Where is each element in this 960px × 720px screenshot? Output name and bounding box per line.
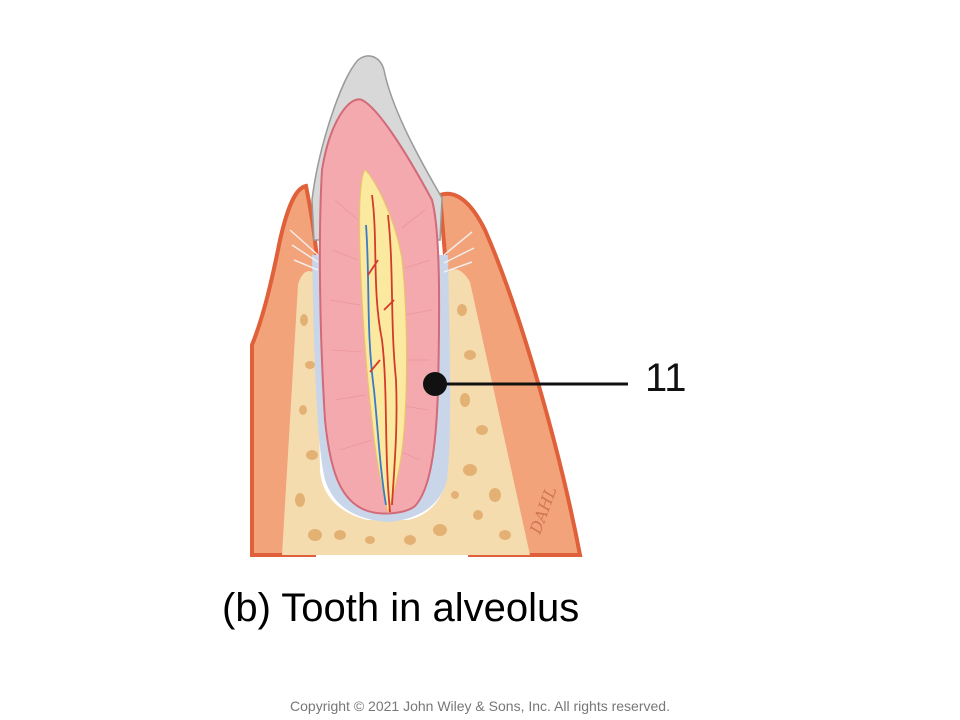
pulp-blood-vessels [365,194,398,513]
alveolar-bone [282,269,530,555]
gingival-fibers [289,229,475,273]
figure-caption: (b) Tooth in alveolus [222,586,580,630]
bone-spongy-spaces [295,304,511,545]
pulp-cavity [359,169,407,514]
copyright-notice: Copyright © 2021 John Wiley & Sons, Inc.… [290,698,670,714]
callout-label: 11 [645,356,687,400]
pointer-dot [423,372,447,396]
